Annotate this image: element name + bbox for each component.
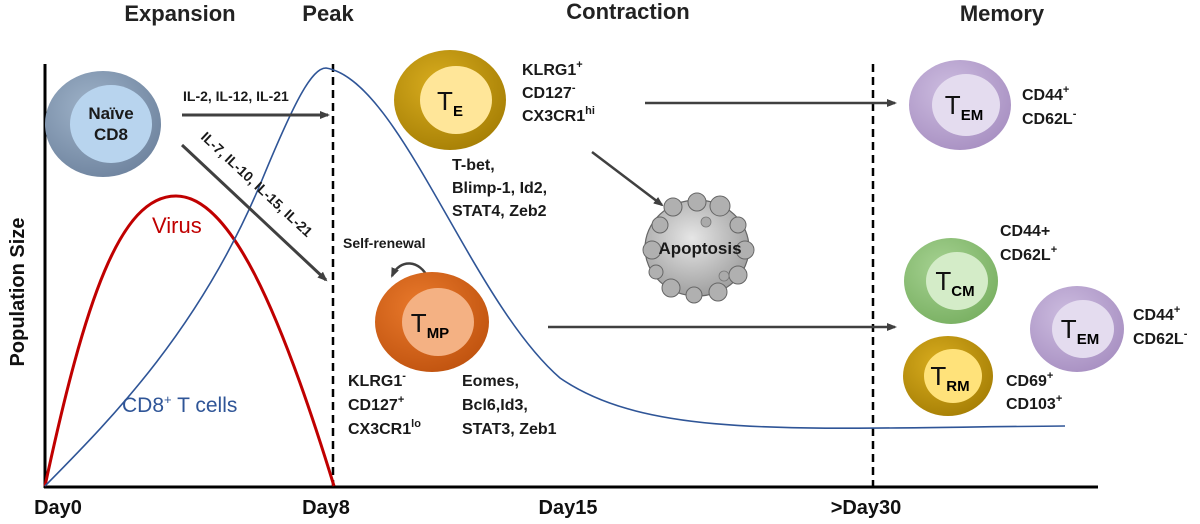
apoptotic-bleb <box>700 216 712 228</box>
apoptotic-bleb <box>708 282 728 302</box>
naive-cell-inner <box>70 85 152 163</box>
cd8-t-cell-label: CD8+ T cells <box>122 392 237 417</box>
te-effector-cell: TE <box>394 50 506 150</box>
trm-marker-cd69: CD69+ <box>1006 370 1053 390</box>
apoptotic-bleb <box>685 286 703 304</box>
self-renewal-label: Self-renewal <box>343 235 425 251</box>
day8-label: Day8 <box>302 497 350 519</box>
apoptotic-bleb <box>735 240 755 260</box>
apoptotic-bleb <box>651 216 669 234</box>
cytokines-diagonal-label: IL-7, IL-10, IL-15, IL-21 <box>198 128 316 240</box>
te-tf-line1: T-bet, <box>452 157 495 174</box>
trm-cell-inner <box>924 349 982 403</box>
tmp-tf-line1: Eomes, <box>462 373 519 390</box>
tem-cell-bottom: TEM <box>1030 286 1124 372</box>
tem-top-inner <box>932 74 1000 136</box>
tcm-central-memory-cell: TCM <box>904 238 998 324</box>
te-cell-name: TE <box>437 86 463 120</box>
cd8-t-cell-curve <box>44 67 1066 487</box>
phase-contraction-label: Contraction <box>566 0 689 24</box>
te-cell-inner <box>420 66 492 134</box>
tcm-marker-cd44: CD44+ <box>1000 223 1050 240</box>
cytokine-arrow-diagonal <box>180 143 328 282</box>
apoptotic-bleb <box>718 270 730 282</box>
trm-cell-name: TRM <box>930 361 969 395</box>
virus-label: Virus <box>152 213 202 238</box>
tem-cell-top: TEM <box>909 60 1011 150</box>
apoptotic-bleb <box>648 264 664 280</box>
naive-cd8-cell: Naïve CD8 <box>45 71 161 177</box>
day30-label: >Day30 <box>831 497 902 519</box>
naive-cell-label-line2: CD8 <box>94 125 128 144</box>
tem-bottom-marker-cd44: CD44+ <box>1133 304 1180 324</box>
tem-top-marker-cd62l: CD62L- <box>1022 108 1077 128</box>
trm-marker-cd103: CD103+ <box>1006 393 1062 413</box>
tem-bottom-marker-cd62l: CD62L- <box>1133 328 1188 348</box>
apoptosis-cell: Apoptosis <box>642 192 755 304</box>
apoptotic-bleb <box>687 192 707 212</box>
tmp-tf-line2: Bcl6,Id3, <box>462 397 528 414</box>
apoptotic-bleb <box>661 278 681 298</box>
apoptotic-bleb <box>709 195 731 217</box>
tmp-marker-cx3cr1: CX3CR1lo <box>348 418 421 438</box>
apoptotic-bleb <box>729 216 747 234</box>
tcm-cell-name: TCM <box>935 266 974 300</box>
virus-curve <box>43 194 336 487</box>
tcm-marker-cd62l: CD62L+ <box>1000 244 1057 264</box>
phase-memory-label: Memory <box>960 1 1045 26</box>
tem-bottom-name: TEM <box>1061 314 1099 348</box>
apoptosis-label: Apoptosis <box>658 239 741 258</box>
phase-peak-label: Peak <box>302 1 354 26</box>
naive-cell-label-line1: Naïve <box>88 104 133 123</box>
trm-resident-memory-cell: TRM <box>903 336 993 416</box>
day0-label: Day0 <box>34 497 82 519</box>
tmp-marker-klrg1: KLRG1- <box>348 370 406 390</box>
te-marker-cd127: CD127- <box>522 82 576 102</box>
cytokines-top-label: IL-2, IL-12, IL-21 <box>183 88 289 104</box>
phase-expansion-label: Expansion <box>124 1 235 26</box>
tem-bottom-inner <box>1052 300 1114 358</box>
te-marker-klrg1: KLRG1+ <box>522 59 583 79</box>
tmp-memory-precursor-cell: TMP <box>375 272 489 372</box>
tcm-cell-inner <box>926 252 988 310</box>
te-tf-line3: STAT4, Zeb2 <box>452 203 547 220</box>
y-axis-label: Population Size <box>7 218 29 367</box>
apoptotic-bleb <box>663 197 683 217</box>
te-to-apoptosis-arrow <box>591 151 664 207</box>
tem-top-marker-cd44: CD44+ <box>1022 84 1069 104</box>
apoptotic-bleb <box>728 265 748 285</box>
te-tf-line2: Blimp-1, Id2, <box>452 180 547 197</box>
te-marker-cx3cr1: CX3CR1hi <box>522 105 595 125</box>
tmp-cell-inner <box>402 288 474 356</box>
tmp-cell-name: TMP <box>411 308 449 342</box>
apoptotic-bleb <box>642 240 662 260</box>
day15-label: Day15 <box>539 497 598 519</box>
tmp-tf-line3: STAT3, Zeb1 <box>462 421 557 438</box>
tem-top-name: TEM <box>945 90 983 124</box>
tmp-marker-cd127: CD127+ <box>348 394 404 414</box>
